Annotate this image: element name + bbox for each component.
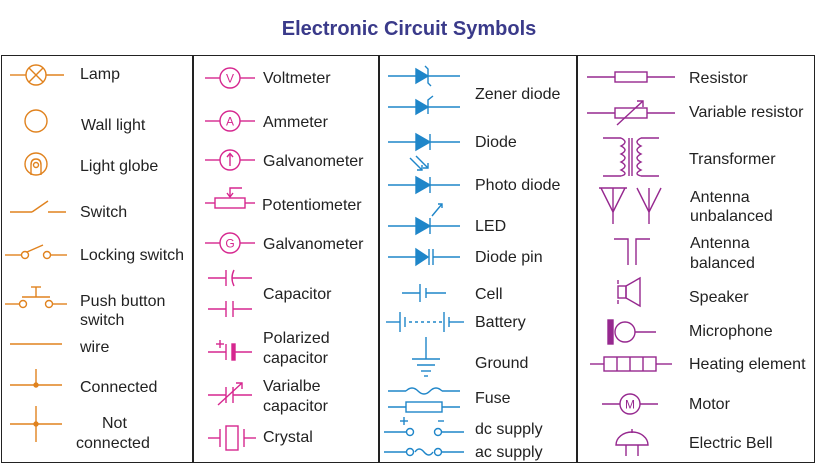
voltmeter-glyph: V <box>226 72 234 86</box>
label-variable: Varialbe <box>263 378 321 395</box>
label-variable-resistor: Variable resistor <box>689 104 804 121</box>
capacitor-icon <box>208 269 252 317</box>
wire-icon <box>10 343 62 345</box>
label-push-button-switch: switch <box>80 312 125 329</box>
antenna-balanced-icon <box>614 238 650 265</box>
zener-diode-icon <box>388 65 460 116</box>
label-connected: Connected <box>80 379 158 396</box>
label-microphone: Microphone <box>689 323 773 340</box>
heating-element-icon <box>590 356 672 372</box>
label-antenna: Antenna <box>690 189 750 206</box>
galvanometer-glyph: G <box>225 237 234 251</box>
resistor-icon <box>587 71 675 83</box>
label-antenna-balanced: balanced <box>690 255 755 272</box>
speaker-icon <box>617 276 641 308</box>
label-not-connected: connected <box>76 435 150 452</box>
label-potentiometer: Potentiometer <box>262 197 362 214</box>
wall-light-icon <box>24 109 48 133</box>
label-diode: Diode <box>475 134 517 151</box>
diagram-title: Electronic Circuit Symbols <box>281 18 537 40</box>
microphone-icon <box>607 319 656 345</box>
label-polarized-capacitor: capacitor <box>263 350 328 367</box>
potentiometer-icon <box>205 187 255 209</box>
label-ac-supply: ac supply <box>475 444 543 461</box>
label-light-globe: Light globe <box>80 158 159 175</box>
motor-glyph: M <box>625 398 635 412</box>
label-cell: Cell <box>475 286 503 303</box>
label-wire: wire <box>80 339 110 356</box>
ground-icon <box>412 337 440 377</box>
transformer-icon <box>603 137 659 177</box>
cell-icon <box>402 284 446 302</box>
label-ammeter: Ammeter <box>263 114 328 131</box>
voltmeter-icon: V <box>205 67 255 89</box>
variable-capacitor-icon <box>208 382 252 406</box>
ammeter-icon: A <box>205 110 255 132</box>
led-icon <box>388 203 460 236</box>
table-frame <box>1 55 815 463</box>
diode-pin-icon <box>388 247 460 267</box>
label-locking-switch: Locking switch <box>80 247 185 264</box>
not-connected-icon <box>10 406 62 442</box>
ammeter-glyph: A <box>226 115 234 129</box>
label-galvanometer-g: Galvanometer <box>263 236 364 253</box>
crystal-icon <box>208 425 256 451</box>
label-capacitor: Capacitor <box>263 286 332 303</box>
label-variable-capacitor: capacitor <box>263 398 328 415</box>
label-wall-light: Wall light <box>81 117 146 134</box>
ac-supply-icon <box>384 447 464 457</box>
lamp-icon <box>10 64 64 86</box>
photo-diode-icon <box>388 155 460 195</box>
label-antenna-2: Antenna <box>690 235 750 252</box>
light-globe-icon <box>24 152 48 176</box>
label-dc-supply: dc supply <box>475 421 543 438</box>
locking-switch-icon <box>5 244 67 260</box>
push-button-switch-icon <box>5 286 67 309</box>
motor-icon: M <box>602 393 658 415</box>
column-divider <box>192 55 194 463</box>
label-led: LED <box>475 218 507 235</box>
dc-supply-icon <box>384 417 464 437</box>
label-galvanometer: Galvanometer <box>263 153 364 170</box>
label-motor: Motor <box>689 396 730 413</box>
label-voltmeter: Voltmeter <box>263 70 331 87</box>
column-divider <box>378 55 380 463</box>
label-diode-pin: Diode pin <box>475 249 543 266</box>
connected-icon <box>10 369 62 388</box>
label-polarized: Polarized <box>263 330 330 347</box>
label-electric-bell: Electric Bell <box>689 435 773 452</box>
label-battery: Battery <box>475 314 526 331</box>
column-divider <box>576 55 578 463</box>
diode-icon <box>388 132 460 152</box>
galvanometer-icon <box>205 149 255 171</box>
electric-bell-icon <box>615 429 649 456</box>
label-not: Not <box>102 415 127 432</box>
label-crystal: Crystal <box>263 429 313 446</box>
label-switch: Switch <box>80 204 128 221</box>
label-resistor: Resistor <box>689 70 748 87</box>
label-heating-element: Heating element <box>689 356 806 373</box>
label-speaker: Speaker <box>689 289 749 306</box>
label-fuse: Fuse <box>475 390 511 407</box>
variable-resistor-icon <box>587 100 675 126</box>
switch-icon <box>10 200 66 213</box>
antenna-unbalanced-icon <box>599 187 662 224</box>
battery-icon <box>386 312 464 332</box>
label-photo-diode: Photo diode <box>475 177 561 194</box>
label-antenna-unbalanced: unbalanced <box>690 208 773 225</box>
label-lamp: Lamp <box>80 66 121 83</box>
galvanometer-g-icon: G <box>205 232 255 254</box>
label-push-button: Push button <box>80 293 166 310</box>
label-ground: Ground <box>475 355 529 372</box>
label-transformer: Transformer <box>689 151 776 168</box>
label-zener-diode: Zener diode <box>475 86 561 103</box>
polarized-capacitor-icon <box>208 340 252 361</box>
fuse-icon <box>388 387 460 413</box>
